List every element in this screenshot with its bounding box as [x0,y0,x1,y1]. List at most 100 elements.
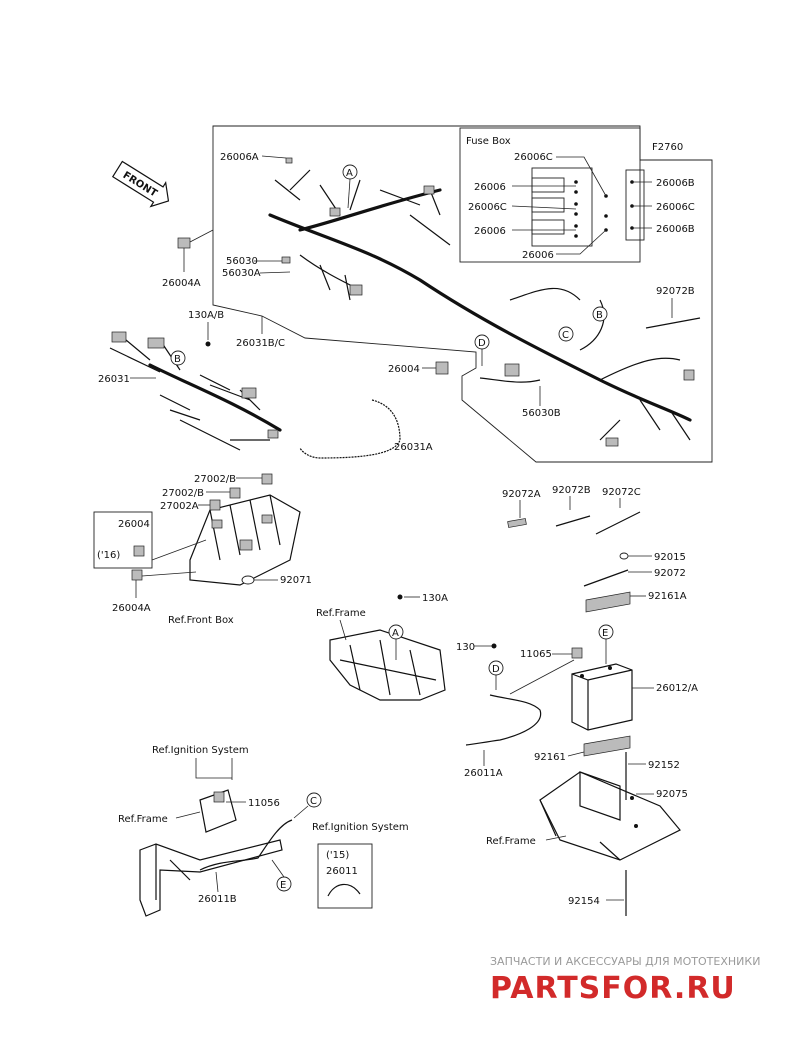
svg-text:E: E [280,880,286,891]
ref-frame-right: Ref.Frame [486,836,536,847]
part-92072: 92072 [654,568,686,579]
callout-c-top: C [558,326,574,342]
part-26011a: 26011A [464,768,503,779]
part-92015: 92015 [654,552,686,563]
part-27002b-1: 27002/B [194,474,236,485]
callout-c-low: C [293,792,322,819]
fuse-label-26006b-top: 26006B [656,178,695,189]
fuse-box-drawing [531,167,645,247]
fuse-label-26006c-mid: 26006C [468,202,507,213]
harness-26031a-drawing [299,399,401,459]
part-26031: 26031 [98,374,130,385]
part-92161a-drawing [585,591,631,613]
fuse-label-26006-b: 26006 [474,226,506,237]
part-92015-drawing [619,552,629,560]
callout-a-mid: A [388,624,404,660]
svg-text:C: C [310,796,317,807]
callout-d-mid: D [488,660,504,690]
part-92072-drawing [583,569,629,587]
relay-27002b-1 [261,473,273,485]
ref-front-box: Ref.Front Box [168,615,234,626]
part-92161: 92161 [534,752,566,763]
callout-a-top: A [342,164,358,209]
callout-d-top: D [474,334,490,366]
svg-text:B: B [174,354,181,365]
part-56030: 56030 [226,256,258,267]
callout-b-top: B [592,306,608,322]
relay-27002b-2 [229,487,241,499]
cable-26011b-drawing [199,819,293,871]
diagram-code: F2760 [652,142,683,153]
part-26031a: 26031A [394,442,433,453]
fuse-label-26006b-bottom: 26006B [656,224,695,235]
ref-ignition-system-low: Ref.Ignition System [312,822,409,833]
year-15: ('15) [326,850,349,861]
part-130: 130 [456,642,475,653]
front-arrow-icon: FRONT [111,160,170,208]
relay-27002a [209,499,221,511]
part-26004: 26004 [388,364,420,375]
part-26006a: 26006A [220,152,259,163]
part-11056: 11056 [248,798,280,809]
svg-text:A: A [392,628,399,639]
fuse-label-26006c-right: 26006C [656,202,695,213]
cable-26011a-drawing [465,694,542,746]
svg-text:D: D [478,338,486,349]
part-92072b: 92072B [552,485,591,496]
battery-drawing [571,663,633,731]
ref-frame-mid: Ref.Frame [316,608,366,619]
battery-tray-drawing [539,771,681,861]
main-harness-frame [212,125,713,463]
connector-26004a-top [177,237,191,249]
part-92072b-top: 92072B [656,286,695,297]
fuse-label-26006-c: 26006 [522,250,554,261]
inset-26004-16 [93,511,153,569]
part-56030a: 56030A [222,268,261,279]
inset-26011-15 [317,843,373,909]
year-16: ('16) [97,550,120,561]
front-box-drawing [189,494,301,586]
part-26004a-top: 26004A [162,278,201,289]
connector-26004a-low [131,569,143,581]
part-92071: 92071 [280,575,312,586]
part-130ab: 130A/B [188,310,224,321]
callout-e-low: E [271,859,292,892]
part-26011b: 26011B [198,894,237,905]
main-harness-drawing [268,157,695,447]
part-92072c: 92072C [602,487,641,498]
part-27002b-2: 27002/B [162,488,204,499]
svg-text:E: E [602,628,608,639]
watermark-logo: PARTSFOR.RU [490,971,736,1006]
part-11065: 11065 [520,649,552,660]
callout-e-battery: E [598,624,614,664]
svg-text:A: A [346,168,353,179]
ref-ignition-system-top: Ref.Ignition System [152,745,249,756]
bolt-130a [397,594,403,600]
part-92152: 92152 [648,760,680,771]
part-26031bc: 26031B/C [236,338,285,349]
part-92075: 92075 [656,789,688,800]
part-26012a: 26012/A [656,683,698,694]
part-26004a-low: 26004A [112,603,151,614]
part-92072a: 92072A [502,489,541,500]
part-26004-box: 26004 [118,519,150,530]
svg-text:D: D [492,664,500,675]
part-92154: 92154 [568,896,600,907]
watermark-tagline: ЗАПЧАСТИ И АКСЕССУАРЫ ДЛЯ МОТОТЕХНИКИ [490,955,760,968]
frame-low-drawing [139,839,283,917]
part-26011: 26011 [326,866,358,877]
part-92161a: 92161A [648,591,687,602]
fuse-label-26006-a: 26006 [474,182,506,193]
part-27002a: 27002A [160,501,199,512]
part-56030b: 56030B [522,408,561,419]
callout-b-left: B [170,350,186,366]
fuse-label-26006c-top: 26006C [514,152,553,163]
fuse-box-title: Fuse Box [466,136,511,147]
svg-text:C: C [562,330,569,341]
svg-text:B: B [596,310,603,321]
ref-frame-low: Ref.Frame [118,814,168,825]
harness-26031-drawing [109,331,282,451]
fuse-leader-lines [511,156,652,255]
part-130a: 130A [422,593,448,604]
